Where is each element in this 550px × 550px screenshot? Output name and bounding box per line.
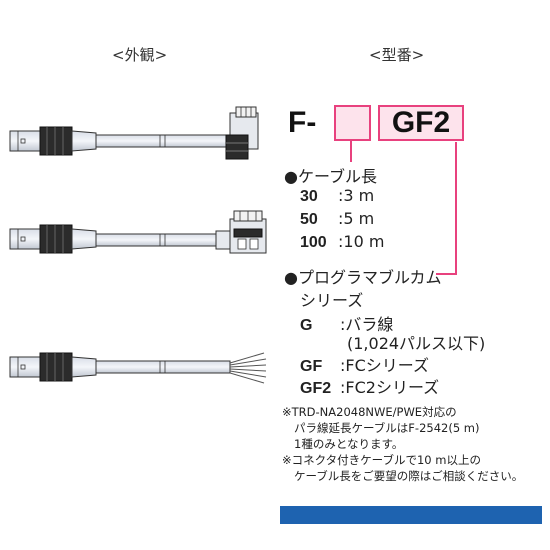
cam-series-title-line2: シリーズ <box>300 291 364 310</box>
cable-length-code-box <box>334 105 371 141</box>
series-code-box: GF2 <box>378 105 464 141</box>
cable-bare-wires-icon <box>9 352 267 384</box>
model-prefix: F- <box>288 106 317 139</box>
cable-length-option: 30 :3 m <box>300 186 374 206</box>
cam-series-value: :FC2シリーズ <box>340 378 440 397</box>
note-line: 1種のみとなります。 <box>294 437 404 451</box>
cable-length-value: :5 m <box>338 209 375 228</box>
note-line: ※コネクタ付きケーブルで10 m以上の <box>282 453 481 467</box>
cable-length-title: ●ケーブル長 <box>284 167 378 186</box>
cable-length-option: 100 :10 m <box>300 232 384 252</box>
cable-length-code: 30 <box>300 188 318 205</box>
cable-length-code: 100 <box>300 234 327 251</box>
cam-series-option: GF2 :FC2シリーズ <box>300 374 439 398</box>
notes: ※TRD-NA2048NWE/PWE対応の パラ線延長ケーブルはF-2542(5… <box>282 404 523 484</box>
cable-illustrations <box>9 106 267 384</box>
model-number-heading: <型番> <box>369 46 425 64</box>
note-line: パラ線延長ケーブルはF-2542(5 m) <box>294 421 480 435</box>
cable-straight-socket-connector-icon <box>9 210 267 254</box>
cam-series-option: GF :FCシリーズ <box>300 352 429 376</box>
cam-series-value: :FCシリーズ <box>340 356 429 375</box>
cam-series-code: GF <box>300 358 323 375</box>
appearance-heading: <外観> <box>112 46 168 64</box>
note-line: ※TRD-NA2048NWE/PWE対応の <box>282 405 457 419</box>
footer-bar <box>280 506 542 524</box>
cable-length-value: :10 m <box>338 232 385 251</box>
cable-length-code: 50 <box>300 211 318 228</box>
cable-length-option: 50 :5 m <box>300 209 374 229</box>
cable-length-value: :3 m <box>338 186 375 205</box>
cam-series-code: GF2 <box>300 380 332 397</box>
cam-series-title: ●プログラマブルカム <box>284 268 442 287</box>
note-line: ケーブル長をご要望の際はご相談ください。 <box>294 469 524 483</box>
cam-series-code: G <box>300 317 313 334</box>
cam-series-option: G :バラ線 <box>300 311 393 335</box>
cable-right-angle-connector-icon <box>9 106 259 160</box>
cam-series-value: :バラ線 <box>340 315 394 334</box>
cam-series-value-detail: (1,024パルス以下) <box>347 334 486 353</box>
